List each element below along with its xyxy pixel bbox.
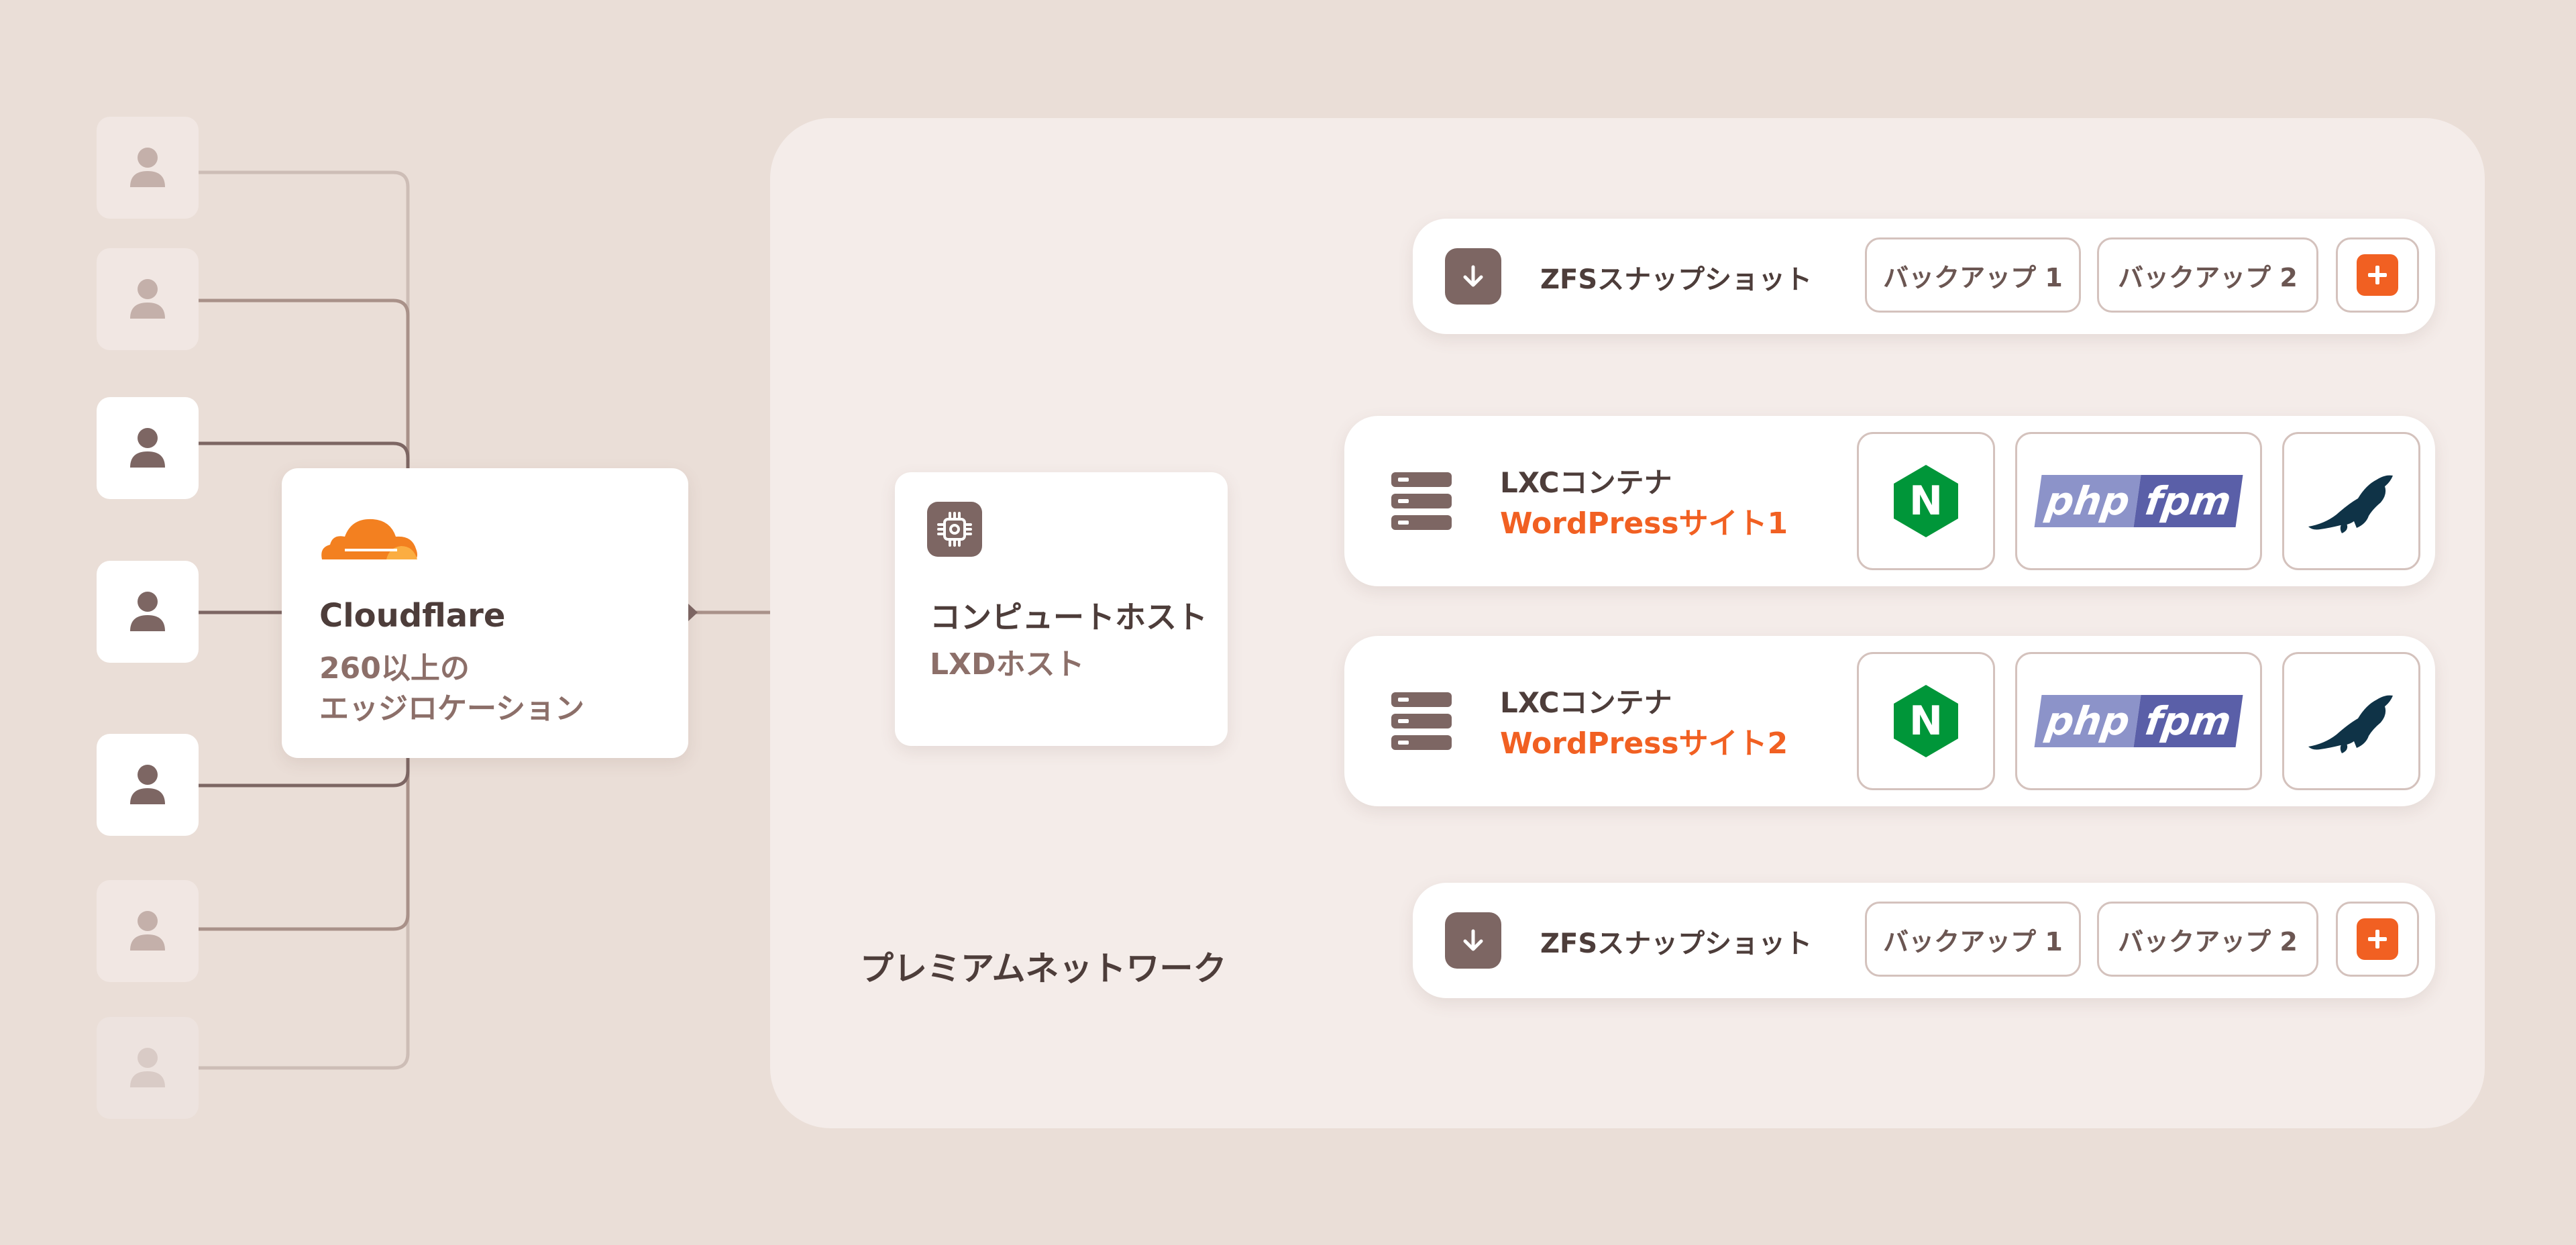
backup-2-pill[interactable]: バックアップ 2 [2097,237,2318,313]
compute-host-subtitle: LXDホスト [930,647,1085,682]
user-node-7 [97,1017,199,1119]
user-node-6 [97,880,199,982]
cloudflare-subtitle-line1: 260以上の [319,651,470,686]
cloudflare-card: Cloudflare 260以上の エッジロケーション [282,468,688,758]
download-arrow-icon [1445,912,1501,969]
nginx-logo-icon: N [1894,465,1958,537]
premium-network-label: プレミアムネットワーク [860,949,1227,988]
compute-host-title: コンピュートホスト [930,599,1208,635]
lxc-container-title: LXCコンテナ [1500,686,1672,719]
mariadb-logo-tile [2282,652,2420,790]
server-stack-icon [1391,472,1452,530]
user-icon [130,428,165,468]
add-backup-button[interactable] [2336,237,2419,313]
cloudflare-cloud-icon [321,519,417,559]
plus-icon [2357,918,2398,960]
user-icon [130,279,165,319]
snapshot-label: ZFSスナップショット [1540,928,1813,959]
user-node-3 [97,397,199,499]
user-icon [130,765,165,804]
wordpress-site-label: WordPressサイト1 [1500,506,1788,541]
svg-text:N: N [1909,698,1943,745]
user-connector-2 [199,299,410,468]
wordpress-site-label: WordPressサイト2 [1500,726,1788,761]
compute-host-card: コンピュートホスト LXDホスト [895,472,1228,746]
user-icon [130,592,165,631]
zfs-snapshot-card-1: ZFSスナップショット バックアップ 1 バックアップ 2 [1413,219,2435,334]
user-node-5 [97,734,199,836]
lxc-container-title: LXCコンテナ [1500,466,1672,499]
backup-1-pill[interactable]: バックアップ 1 [1865,902,2081,977]
user-node-2 [97,248,199,350]
user-node-1 [97,117,199,219]
plus-icon [2357,254,2398,296]
snapshot-label: ZFSスナップショット [1540,264,1813,295]
mariadb-seal-icon [2308,475,2393,533]
mariadb-logo-tile [2282,432,2420,570]
mariadb-seal-icon [2308,695,2393,753]
cloudflare-out-arrow [688,604,698,621]
nginx-logo-icon: N [1894,685,1958,757]
user-node-4 [97,561,199,663]
backup-2-pill[interactable]: バックアップ 2 [2097,902,2318,977]
user-connector-6 [199,758,410,931]
svg-text:N: N [1909,478,1943,525]
server-stack-icon [1391,692,1452,750]
download-arrow-icon [1445,248,1501,305]
cloudflare-title: Cloudflare [319,597,506,635]
user-connector-3 [199,441,410,468]
user-icon [130,911,165,951]
user-connector-5 [199,758,410,788]
user-icon [130,148,165,187]
nginx-logo-tile: N [1857,652,1995,790]
zfs-snapshot-card-2: ZFSスナップショット バックアップ 1 バックアップ 2 [1413,883,2435,998]
cpu-chip-icon [927,502,982,557]
user-icon [130,1048,165,1087]
backup-1-pill[interactable]: バックアップ 1 [1865,237,2081,313]
cloudflare-subtitle-line2: エッジロケーション [319,692,585,726]
add-backup-button[interactable] [2336,902,2419,977]
nginx-logo-tile: N [1857,432,1995,570]
